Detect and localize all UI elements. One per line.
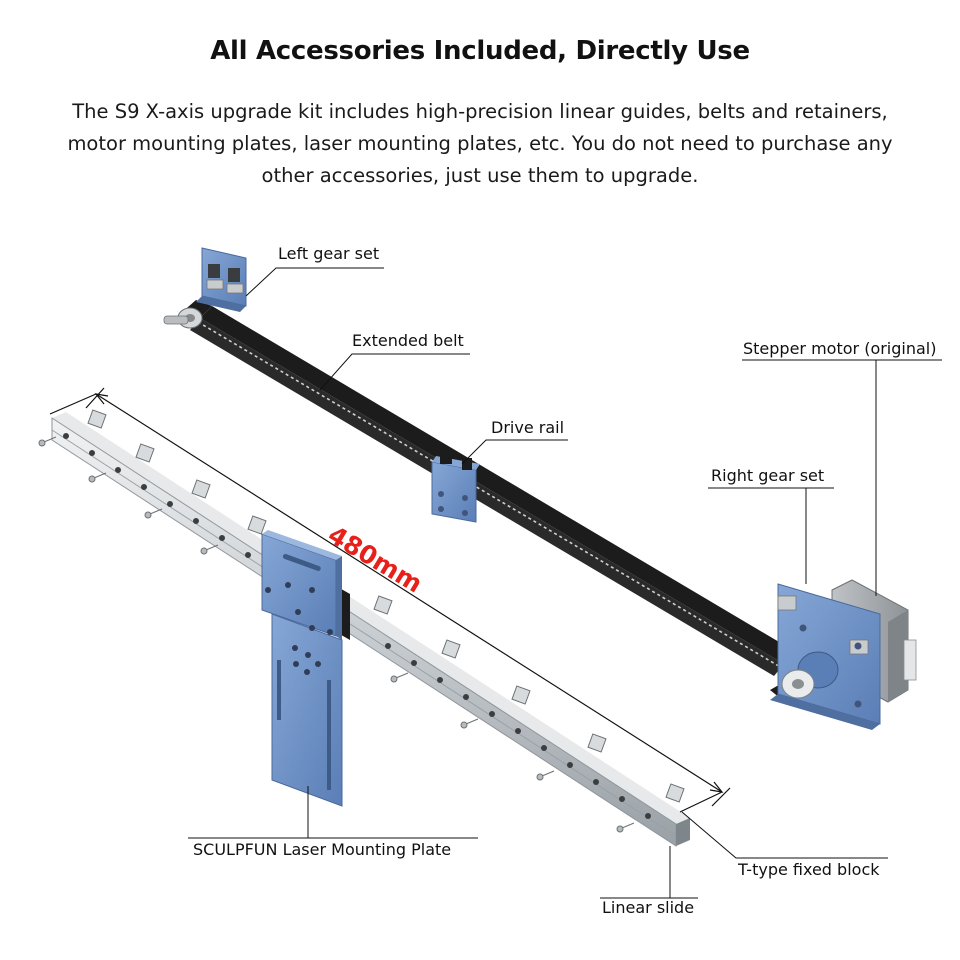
callout-leaders bbox=[188, 267, 942, 899]
page-title: All Accessories Included, Directly Use bbox=[210, 36, 750, 66]
label-t-type-fixed-block: T-type fixed block bbox=[738, 860, 880, 879]
label-extended-belt: Extended belt bbox=[352, 331, 464, 350]
page-description: The S9 X-axis upgrade kit includes high-… bbox=[67, 100, 893, 187]
drive-rail-clamp bbox=[431, 452, 480, 523]
mounting-screws bbox=[38, 436, 635, 833]
linear-slide-rail bbox=[51, 412, 690, 847]
label-left-gear-set: Left gear set bbox=[278, 244, 380, 263]
label-stepper-motor: Stepper motor (original) bbox=[743, 339, 937, 358]
label-right-gear-set: Right gear set bbox=[711, 466, 825, 485]
label-linear-slide: Linear slide bbox=[602, 898, 695, 917]
laser-mounting-plate bbox=[261, 530, 350, 807]
right-gear-set bbox=[770, 583, 881, 730]
left-gear-set bbox=[163, 247, 247, 329]
label-drive-rail: Drive rail bbox=[491, 418, 565, 437]
label-laser-mounting-plate: SCULPFUN Laser Mounting Plate bbox=[193, 840, 452, 859]
t-type-fixed-blocks bbox=[87, 409, 685, 803]
dimension-line bbox=[49, 387, 731, 813]
